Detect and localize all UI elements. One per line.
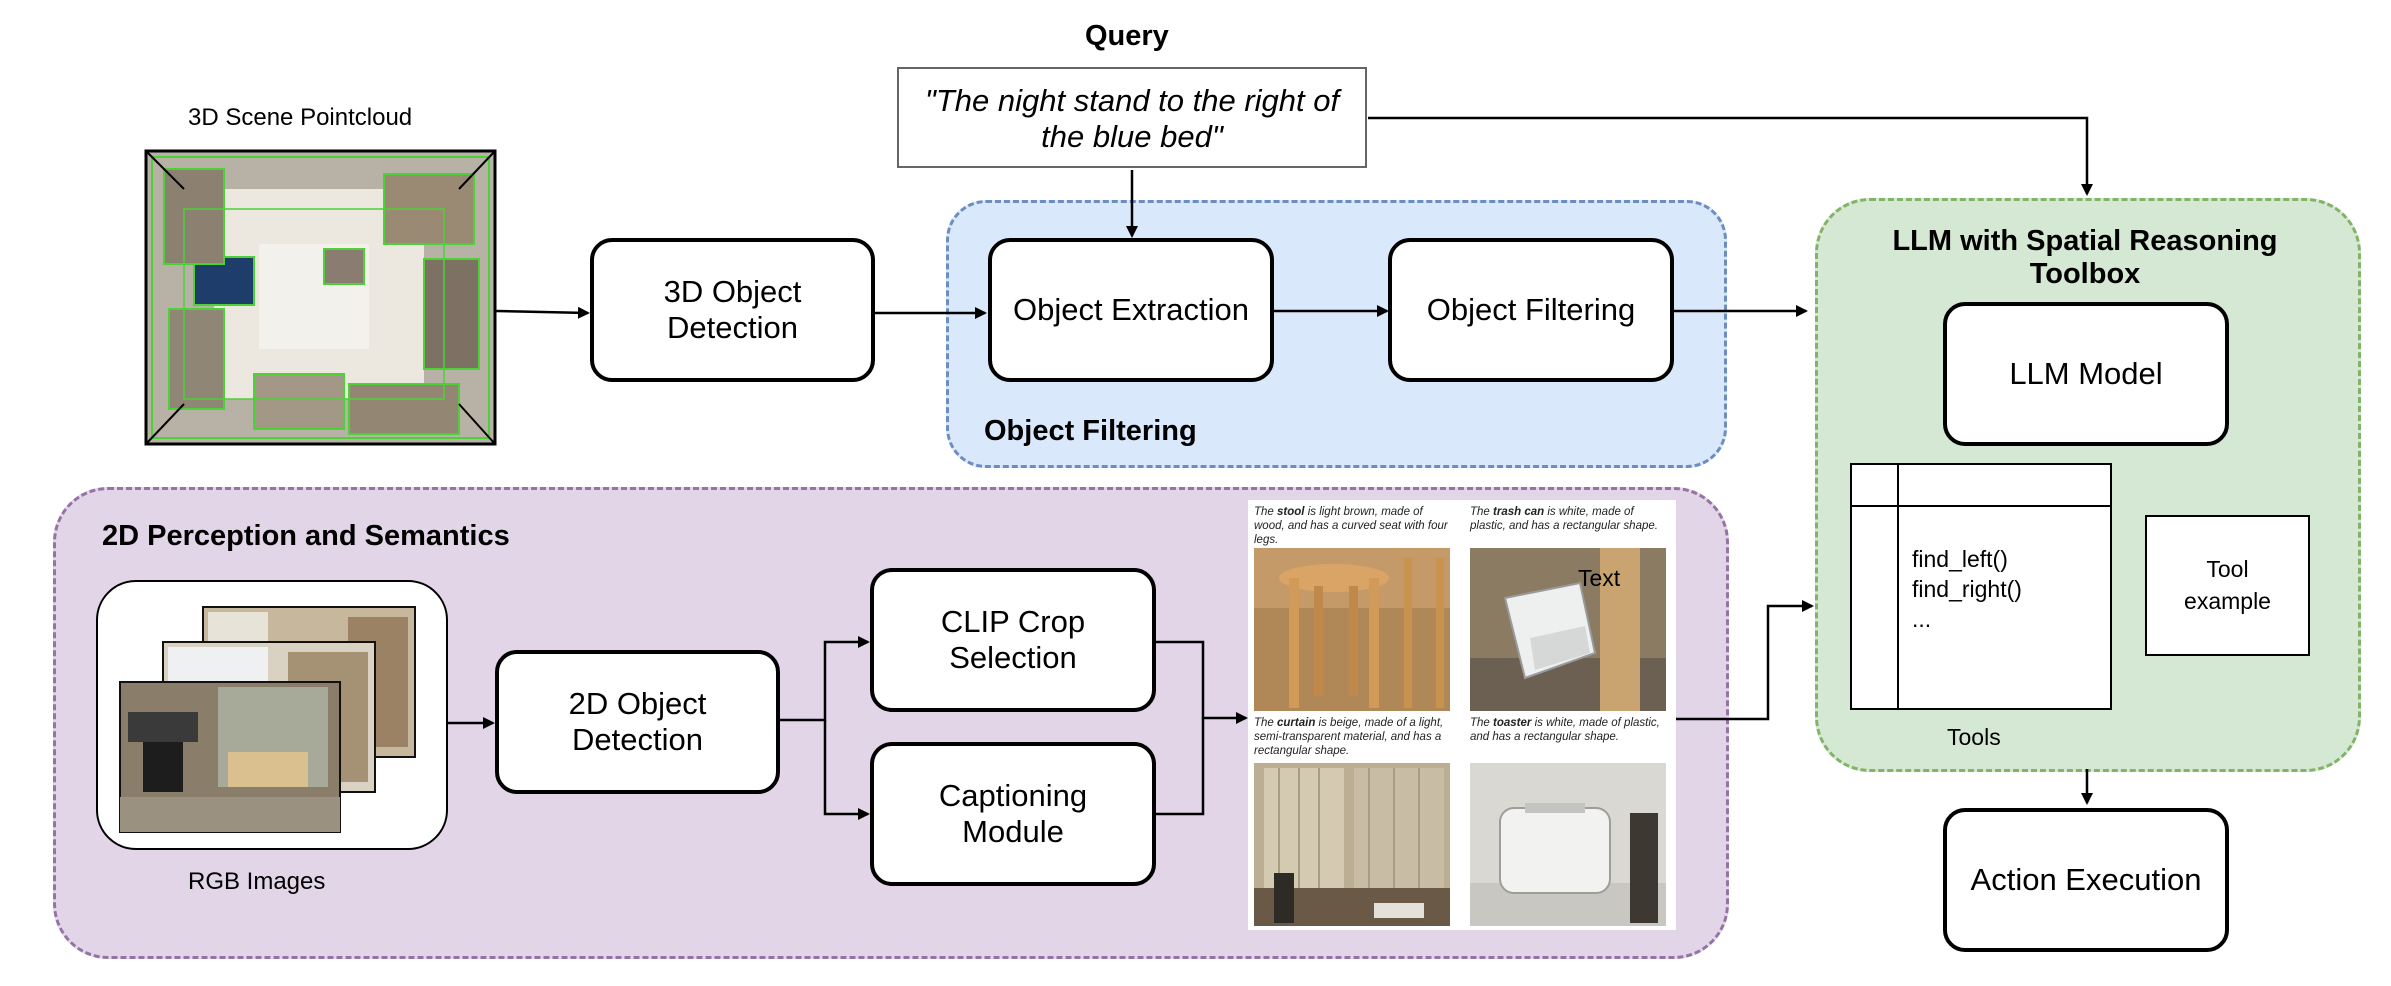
llm-region-title-line1: LLM with Spatial Reasoning	[1892, 225, 2278, 257]
perception-region-label: 2D Perception and Semantics	[102, 520, 510, 552]
tools-table-header-line	[1852, 505, 2110, 507]
trash-can-photo	[1470, 548, 1666, 711]
query-box: "The night stand to the right of the blu…	[897, 67, 1367, 168]
caption-toaster-object: toaster	[1493, 717, 1532, 729]
caption-stool-object: stool	[1277, 506, 1305, 518]
llm-region-title: LLM with Spatial Reasoning Toolbox	[1815, 225, 2355, 292]
tools-label: Tools	[1947, 724, 2001, 750]
stool-photo	[1254, 548, 1450, 711]
tool-find-right: find_right()	[1912, 575, 2022, 602]
tool-example-line1: Tool	[2206, 556, 2249, 583]
scene-pointcloud-image	[144, 149, 497, 446]
3d-object-detection-box: 3D Object Detection	[590, 238, 875, 382]
caption-trash-can-object: trash can	[1493, 506, 1545, 518]
query-text-line1: "The night stand to the right of	[924, 83, 1340, 118]
caption-trash-can: The trash can is white, made of plastic,…	[1470, 506, 1658, 532]
captioned-crops-panel: The stool is light brown, made of wood, …	[1248, 500, 1676, 930]
query-text-line2: the blue bed"	[1041, 118, 1223, 154]
tools-list: find_left() find_right() ...	[1912, 545, 2022, 635]
query-title: Query	[1085, 20, 1169, 52]
rgb-images-label: RGB Images	[188, 868, 326, 895]
tools-table-column-line	[1897, 465, 1899, 708]
caption-curtain: The curtain is beige, made of a light, s…	[1254, 717, 1444, 757]
llm-model-box: LLM Model	[1943, 302, 2229, 446]
llm-region-title-line2: Toolbox	[2029, 258, 2141, 291]
object-extraction-box: Object Extraction	[988, 238, 1274, 382]
caption-curtain-object: curtain	[1277, 717, 1316, 729]
curtain-photo	[1254, 763, 1450, 926]
rgb-image-stack	[119, 606, 416, 833]
scene-title: 3D Scene Pointcloud	[188, 104, 413, 131]
action-execution-box: Action Execution	[1943, 808, 2229, 952]
tool-example-box: Tool example	[2145, 515, 2310, 656]
photo-overlay-text: Text	[1578, 565, 1621, 591]
tool-example-line2: example	[2184, 587, 2271, 614]
2d-object-detection-box: 2D Object Detection	[495, 650, 780, 794]
tools-table: find_left() find_right() ...	[1850, 463, 2112, 710]
object-filtering-box: Object Filtering	[1388, 238, 1674, 382]
clip-crop-selection-box: CLIP Crop Selection	[870, 568, 1156, 712]
rgb-images-panel	[96, 580, 448, 850]
toaster-photo	[1470, 763, 1666, 926]
captioning-module-box: Captioning Module	[870, 742, 1156, 886]
caption-stool: The stool is light brown, made of wood, …	[1254, 506, 1448, 546]
object-filtering-region-label: Object Filtering	[984, 415, 1197, 447]
tool-find-left: find_left()	[1912, 546, 2008, 572]
caption-toaster: The toaster is white, made of plastic, a…	[1470, 717, 1660, 743]
tool-ellipsis: ...	[1912, 605, 1932, 632]
